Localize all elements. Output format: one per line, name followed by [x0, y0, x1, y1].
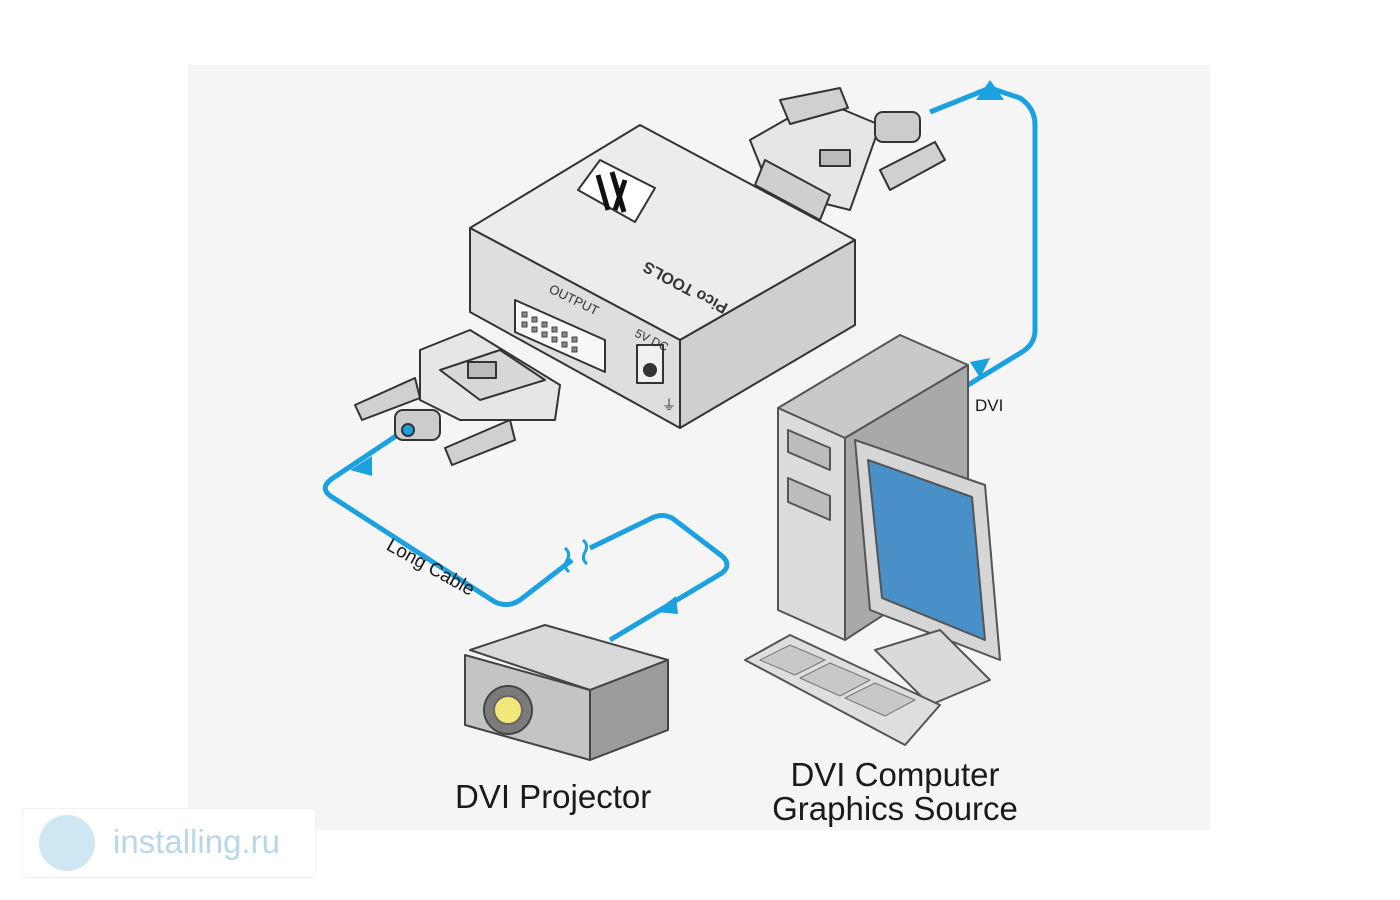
watermark-logo-icon: [39, 815, 95, 871]
ferrite-icon-2: [394, 409, 441, 441]
long-cable: [322, 427, 574, 608]
drive-bay-2: [787, 477, 831, 521]
projector-side: [589, 659, 669, 761]
thumbscrew-icon: [779, 87, 946, 191]
thumbscrew-icon-2: [354, 377, 516, 466]
drive-bay: [787, 429, 831, 471]
monitor-stand: [874, 629, 991, 706]
projector: [464, 624, 669, 761]
dvi-cable-label: DVI: [975, 396, 1004, 415]
watermark-text: installing.ru: [113, 823, 280, 860]
device-side: [679, 239, 856, 429]
arrow-down-left-icon: [350, 456, 372, 476]
source-label-line1: DVI Computer: [790, 756, 1000, 793]
cable-break: [563, 538, 589, 574]
projector-label: DVI Projector: [455, 778, 652, 815]
arrow-up-right-icon: [970, 358, 990, 378]
arrow-up-icon: [976, 80, 1004, 100]
arrow-down-left-icon-2: [655, 596, 678, 614]
cable-paths: [322, 85, 1038, 643]
source-label-line2: Graphics Source: [772, 790, 1018, 827]
dvi-output-connector: [354, 329, 561, 466]
dvi-input-connector: [749, 87, 946, 221]
keyboard: [744, 634, 941, 746]
monitor: [854, 439, 1001, 706]
source-label: DVI Computer Graphics Source: [760, 758, 1030, 826]
monitor-screen: [867, 459, 986, 641]
dvi-cable: [929, 85, 1038, 388]
arrowheads: [350, 80, 1004, 614]
ground-icon: ⏚: [662, 397, 676, 413]
pico-tools-device: ⏚: [469, 124, 856, 429]
ferrite-icon: [874, 111, 921, 143]
watermark: installing.ru: [22, 808, 316, 878]
long-cable-2: [588, 513, 730, 643]
